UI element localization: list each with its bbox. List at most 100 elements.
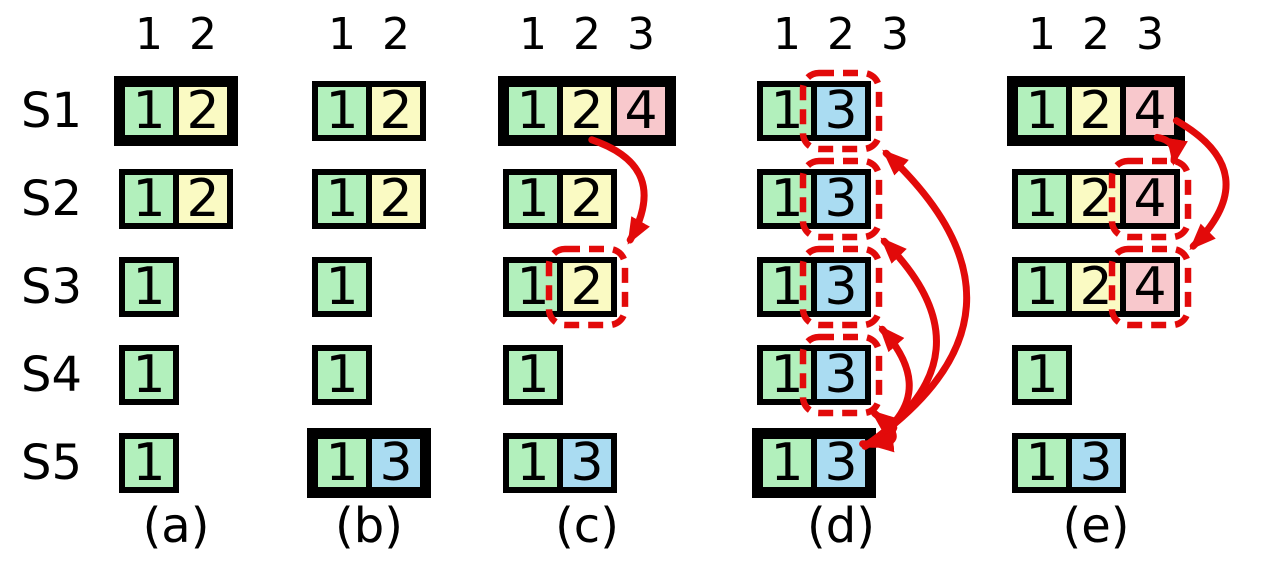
- cell: 2: [563, 85, 611, 137]
- vector-row: 1: [119, 345, 179, 405]
- column-header: 2: [827, 9, 855, 60]
- update-arrow: [861, 149, 971, 450]
- cell: 1: [763, 437, 811, 489]
- column-header: 2: [382, 9, 410, 60]
- panel-caption: (a): [142, 498, 210, 554]
- cell: 3: [1072, 437, 1120, 489]
- cell: 3: [817, 85, 865, 137]
- panel-caption: (c): [555, 498, 619, 554]
- column-header: 3: [1136, 9, 1164, 60]
- cell: 3: [817, 173, 865, 225]
- cell: 2: [179, 173, 227, 225]
- cell: 1: [1018, 437, 1066, 489]
- column-header: 3: [627, 9, 655, 60]
- cell: 1: [125, 349, 173, 401]
- panel-caption: (b): [335, 498, 403, 554]
- row-label-s3: S3: [20, 259, 82, 315]
- column-header: 1: [519, 9, 547, 60]
- column-header: 2: [189, 9, 217, 60]
- cell: 1: [125, 85, 173, 137]
- cell: 4: [1126, 85, 1174, 137]
- cell: 1: [1018, 349, 1066, 401]
- cell: 3: [817, 437, 865, 489]
- cell: 1: [763, 261, 811, 313]
- cell: 4: [1126, 261, 1174, 313]
- vector-row: 1: [312, 257, 372, 317]
- cell: 4: [617, 85, 665, 137]
- cell: 1: [125, 173, 173, 225]
- cell: 2: [372, 85, 420, 137]
- column-header: 2: [1082, 9, 1110, 60]
- cell: 3: [817, 349, 865, 401]
- column-header: 1: [1028, 9, 1056, 60]
- cell: 2: [1072, 173, 1120, 225]
- panel-caption: (d): [807, 498, 875, 554]
- row-label-s4: S4: [20, 347, 82, 403]
- cell: 1: [509, 85, 557, 137]
- column-header: 2: [573, 9, 601, 60]
- vector-row: 1: [503, 345, 563, 405]
- update-arrow: [1172, 117, 1230, 250]
- cell: 1: [763, 173, 811, 225]
- vector-row: 1: [119, 257, 179, 317]
- cell: 1: [1018, 85, 1066, 137]
- cell: 1: [509, 437, 557, 489]
- cell: 1: [318, 437, 366, 489]
- row-label-s1: S1: [20, 83, 82, 139]
- cell: 1: [125, 261, 173, 313]
- column-header: 1: [773, 9, 801, 60]
- cell: 2: [179, 85, 227, 137]
- cell: 1: [763, 349, 811, 401]
- cell: 2: [1072, 261, 1120, 313]
- cell: 1: [318, 173, 366, 225]
- cell: 4: [1126, 173, 1174, 225]
- update-arrow: [861, 325, 913, 450]
- update-arrow: [861, 237, 940, 450]
- vector-row: 1: [119, 433, 179, 493]
- cell: 1: [318, 349, 366, 401]
- vector-row: 1: [312, 345, 372, 405]
- cell: 2: [563, 173, 611, 225]
- cell: 1: [125, 437, 173, 489]
- cell: 3: [563, 437, 611, 489]
- update-arrow: [866, 424, 898, 453]
- column-header: 1: [135, 9, 163, 60]
- column-header: 1: [328, 9, 356, 60]
- cell: 3: [372, 437, 420, 489]
- cell: 1: [509, 349, 557, 401]
- cell: 2: [1072, 85, 1120, 137]
- panel-caption: (e): [1062, 498, 1130, 554]
- cell: 1: [763, 85, 811, 137]
- cell: 1: [509, 261, 557, 313]
- cell: 2: [563, 261, 611, 313]
- cell: 1: [1018, 261, 1066, 313]
- row-label-s5: S5: [20, 435, 82, 491]
- cell: 1: [509, 173, 557, 225]
- row-label-s2: S2: [20, 171, 82, 227]
- cell: 2: [372, 173, 420, 225]
- column-header: 3: [881, 9, 909, 60]
- cell: 3: [817, 261, 865, 313]
- cell: 1: [318, 85, 366, 137]
- vector-row: 1: [1012, 345, 1072, 405]
- cell: 1: [318, 261, 366, 313]
